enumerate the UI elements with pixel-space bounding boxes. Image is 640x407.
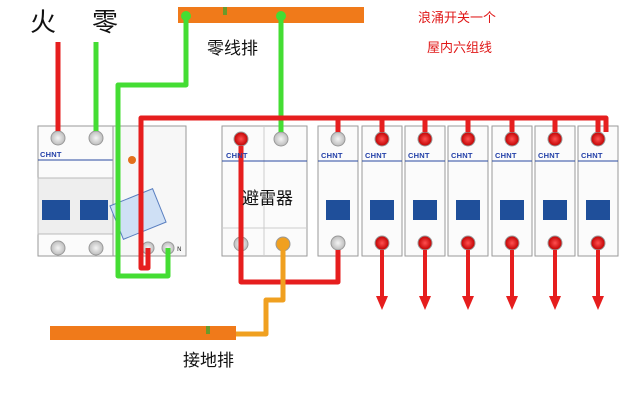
surge-protector-label: 避雷器 <box>242 189 293 209</box>
brand-label: CHNT <box>495 151 517 160</box>
neutral-bar-terminal <box>181 11 191 21</box>
terminal <box>275 236 291 252</box>
test-button-icon <box>128 156 136 164</box>
output-arrow-head <box>549 296 561 310</box>
live-feed-wire <box>138 115 609 271</box>
neutral-bar-terminal <box>276 11 286 21</box>
live-label: 火 <box>30 8 57 38</box>
terminal <box>273 131 289 147</box>
brand-label: CHNT <box>226 151 248 160</box>
brand-label: CHNT <box>40 150 62 159</box>
brand-label: CHNT <box>365 151 387 160</box>
brand-label: CHNT <box>408 151 430 160</box>
n-terminal-mark: N <box>177 246 182 253</box>
ground-bar-label: 接地排 <box>183 351 234 371</box>
brand-label: CHNT <box>321 151 343 160</box>
branch-breaker <box>404 125 446 257</box>
branch-breaker <box>447 125 489 257</box>
note-line-1: 浪涌开关一个 <box>418 11 497 26</box>
neutral-label: 零 <box>92 8 119 38</box>
branch-breakers <box>317 125 619 257</box>
output-arrow-head <box>592 296 604 310</box>
brand-label: CHNT <box>581 151 603 160</box>
note-line-2: 屋内六组线 <box>427 41 493 56</box>
neutral-bar-marker <box>223 7 227 15</box>
brand-label: CHNT <box>451 151 473 160</box>
terminal <box>233 131 249 147</box>
neutral-bar-label: 零线排 <box>207 39 258 59</box>
spd-live-wire <box>238 146 341 285</box>
branch-breaker <box>491 125 533 257</box>
output-arrow-head <box>506 296 518 310</box>
branch-breaker <box>534 125 576 257</box>
ground-wire <box>236 250 286 337</box>
neutral-wire-to-bar <box>115 15 189 279</box>
neutral-bus-bar <box>178 7 364 23</box>
branch-breaker <box>577 125 619 257</box>
main-breaker <box>37 125 114 257</box>
live-drops <box>335 118 601 132</box>
output-arrow-head <box>462 296 474 310</box>
ground-bus-bar <box>50 326 236 340</box>
brand-label: CHNT <box>538 151 560 160</box>
output-arrow-head <box>419 296 431 310</box>
terminal <box>50 240 66 256</box>
branch-breaker <box>317 125 359 257</box>
surge-protector <box>221 125 308 257</box>
terminal <box>50 130 66 146</box>
branch-breaker <box>361 125 403 257</box>
terminal <box>88 130 104 146</box>
terminal <box>88 240 104 256</box>
leakage-module <box>109 125 187 257</box>
main-breaker-handle-right <box>80 200 108 220</box>
output-arrows <box>376 250 604 310</box>
main-breaker-handle-left <box>42 200 70 220</box>
output-arrow-head <box>376 296 388 310</box>
ground-bar-marker <box>206 326 210 334</box>
